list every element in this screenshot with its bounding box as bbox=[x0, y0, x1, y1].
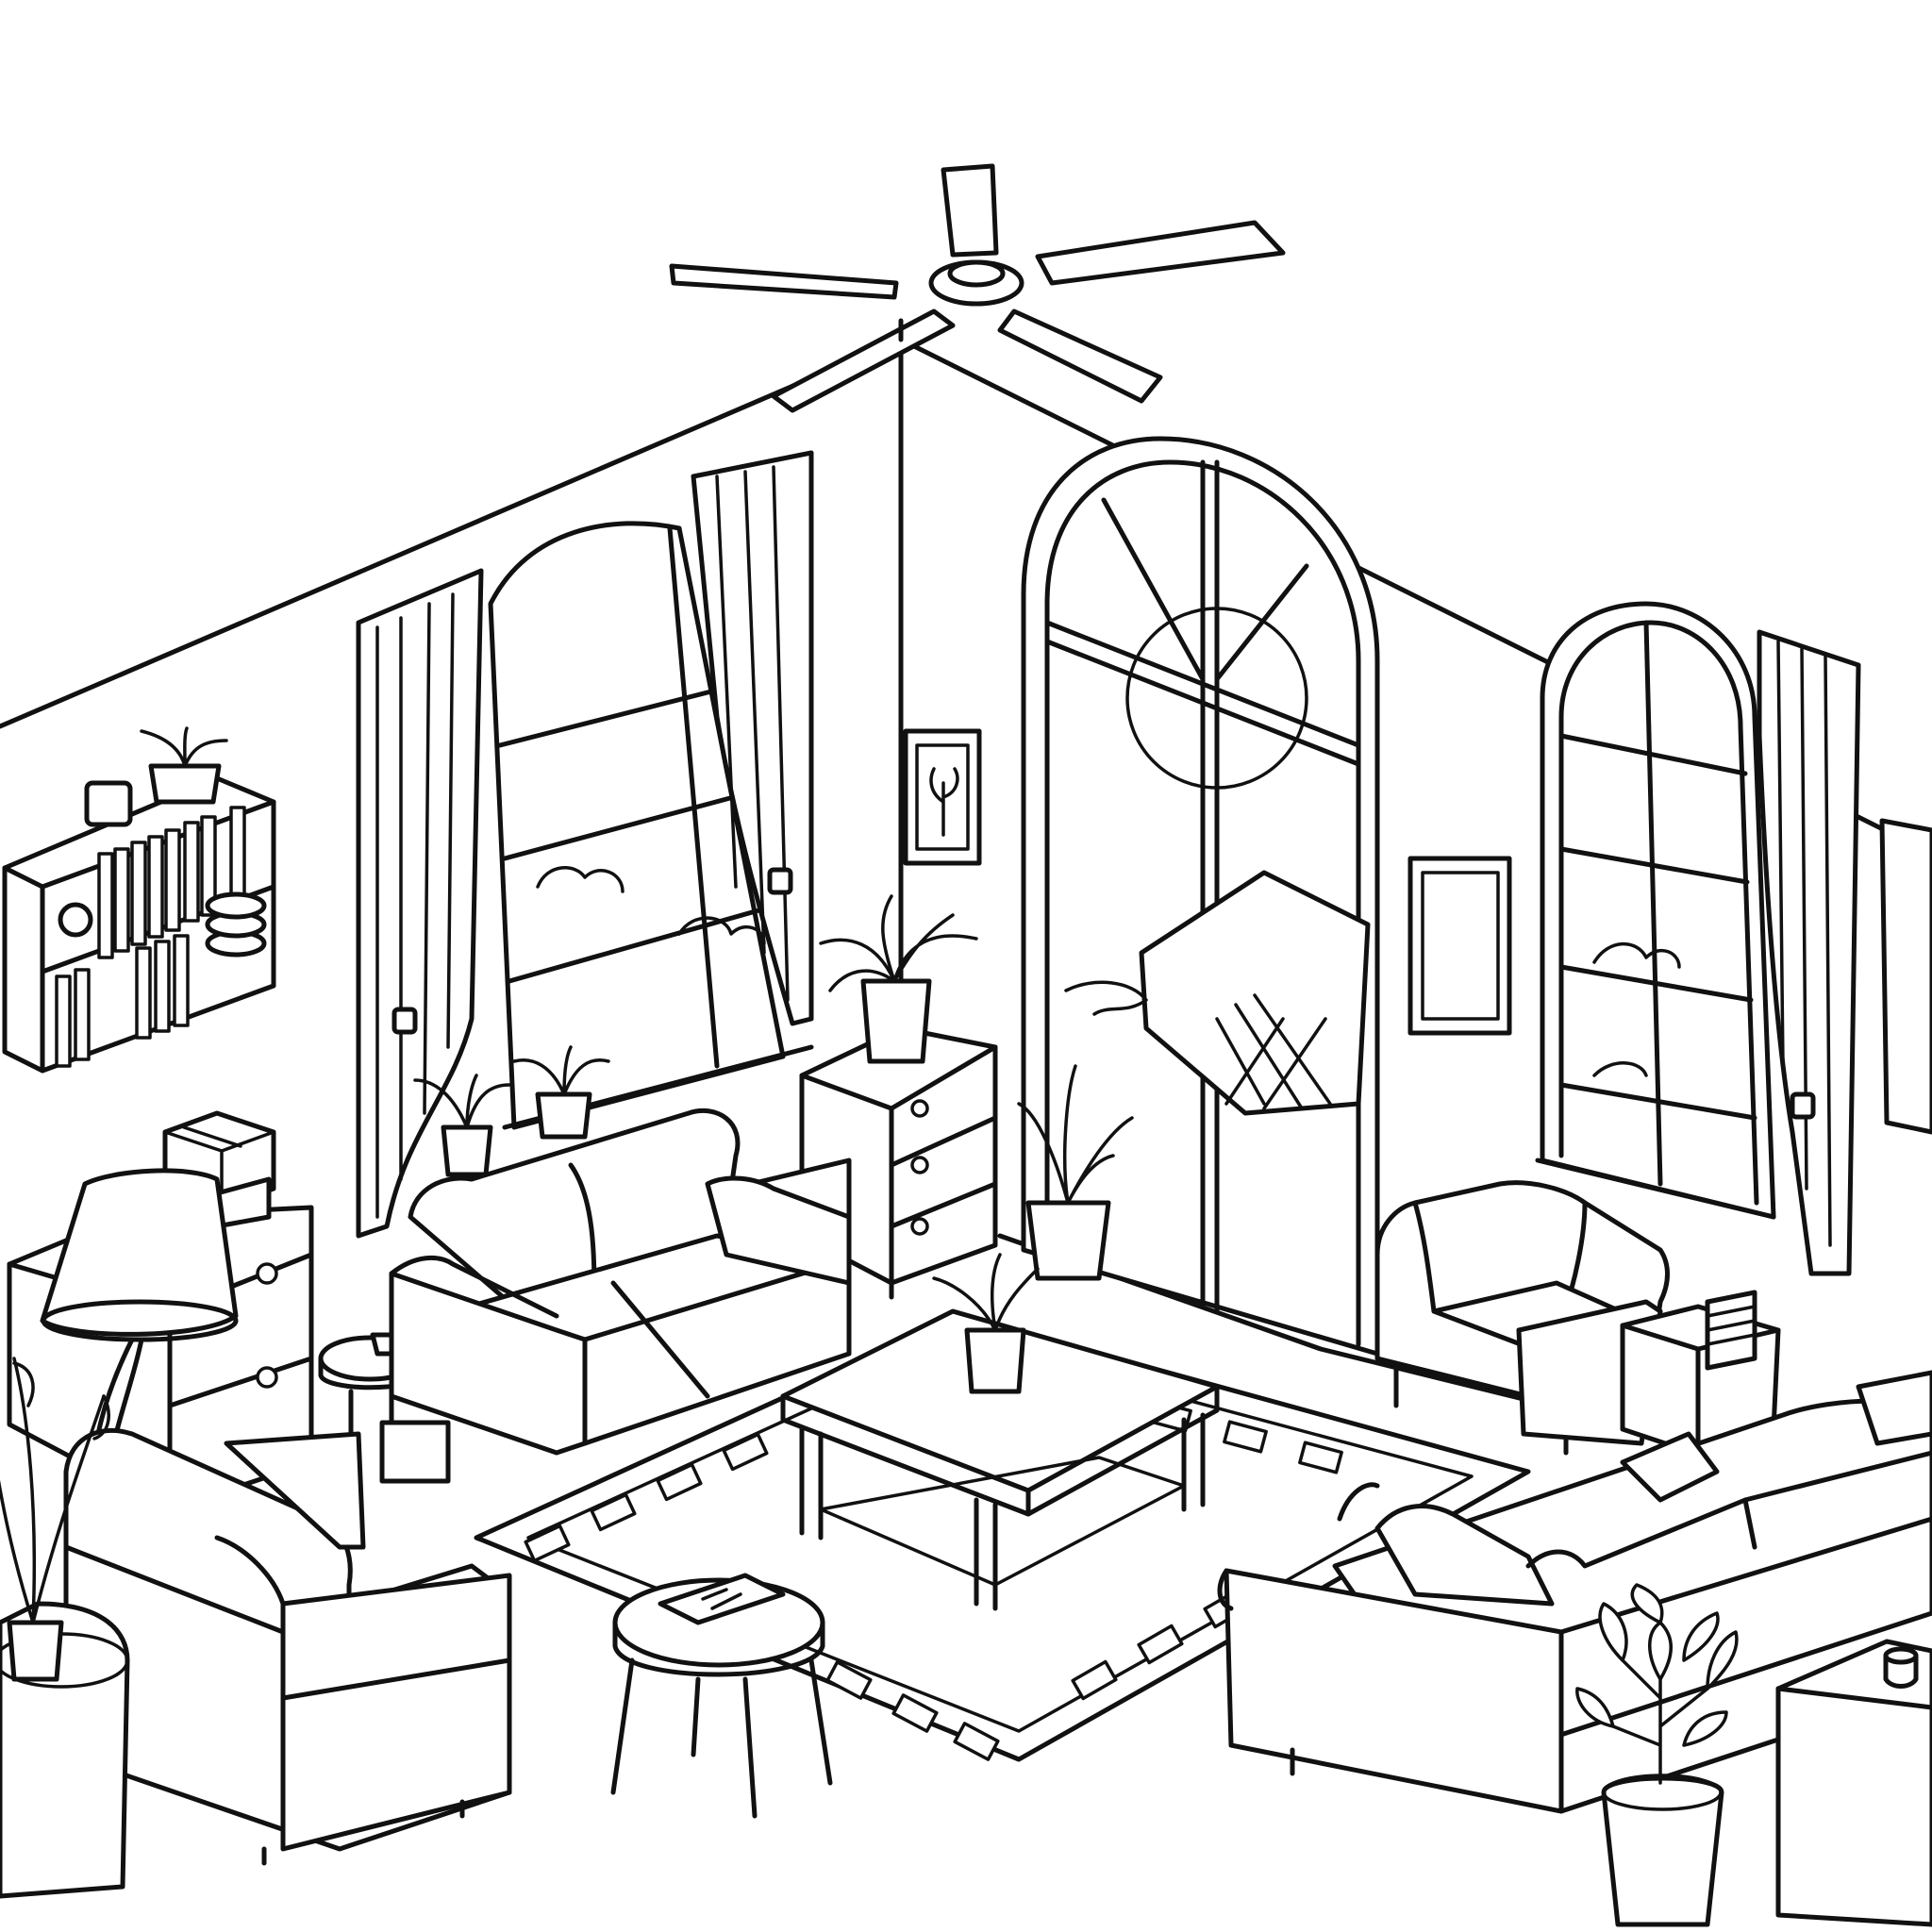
picture-frame-edge bbox=[1879, 818, 1932, 1135]
round-stool bbox=[610, 1573, 833, 1819]
left-window bbox=[488, 521, 814, 1130]
picture-frame-small-inner bbox=[915, 743, 970, 851]
coffee-table bbox=[780, 1308, 1220, 1611]
potted-plant-bottom-right bbox=[1575, 1583, 1739, 1927]
right-window bbox=[1535, 601, 1776, 1220]
front-left-loveseat bbox=[63, 1427, 512, 1866]
cabinet-plant bbox=[819, 894, 978, 1064]
three-seat-sofa bbox=[389, 1108, 852, 1456]
floor-plant-by-door bbox=[1017, 1064, 1134, 1281]
bottom-right-end-table bbox=[1775, 1639, 1932, 1927]
tall-floor-plant bbox=[0, 1357, 130, 1899]
books bbox=[55, 806, 267, 1068]
ceiling-fan bbox=[669, 163, 1286, 413]
arched-glass-door bbox=[1021, 436, 1380, 1357]
right-end-table bbox=[1620, 1290, 1781, 1456]
picture-frame-medium bbox=[1407, 856, 1512, 1036]
wall-bookshelf bbox=[2, 726, 276, 1074]
left-curtains bbox=[356, 450, 814, 1239]
front-right-sofa bbox=[1217, 1370, 1932, 1814]
picture-frame-medium-inner bbox=[1421, 871, 1500, 1021]
floor-lamp bbox=[40, 1168, 239, 1493]
right-curtain bbox=[1757, 629, 1861, 1276]
coffee-table-plant bbox=[932, 1253, 1040, 1394]
picture-frame-drawing bbox=[929, 767, 959, 837]
windowsill-plants bbox=[413, 1045, 610, 1177]
